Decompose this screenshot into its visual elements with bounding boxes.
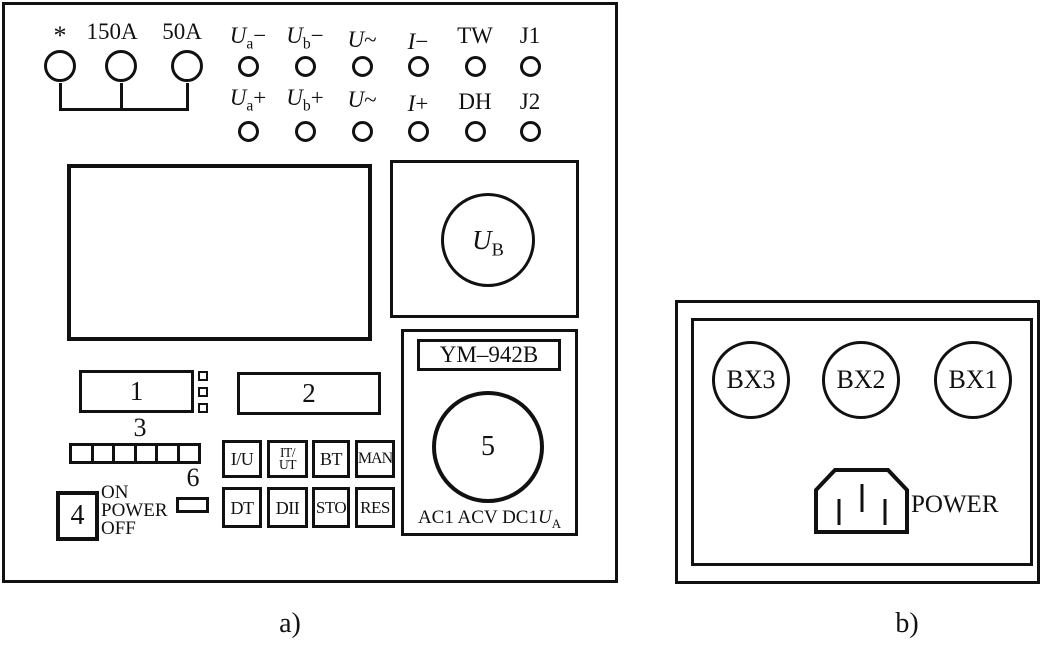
module-model-label: YM–942B (439, 342, 539, 367)
item-1-box: 1 (79, 370, 194, 413)
item-2-box: 2 (237, 372, 381, 415)
socket-bx3: BX3 (712, 341, 790, 419)
terminal-label-ub-minus: Ub− (286, 23, 324, 53)
terminal-jack-j1 (520, 56, 541, 77)
key-sto: STO (312, 487, 350, 528)
item-6-label: 6 (186, 463, 200, 492)
caption-panel-b: b) (895, 608, 919, 639)
caption-panel-a: a) (279, 608, 301, 639)
terminal-label-ua-plus: Ua+ (229, 85, 267, 115)
terminal-jack-star (44, 50, 76, 82)
led-square (198, 371, 208, 381)
socket-bx2: BX2 (822, 341, 900, 419)
terminal-label-50a: 50A (162, 19, 202, 44)
indicator-cell-row (69, 443, 201, 464)
power-switch-off-label: OFF (101, 518, 136, 539)
terminal-label-tw: TW (457, 23, 493, 48)
bracket-left-tick (59, 83, 62, 109)
terminal-label-ub-plus: Ub+ (286, 85, 324, 115)
terminal-jack-ua-minus (238, 56, 259, 77)
power-switch-on-label: ON (101, 482, 129, 503)
bracket-right-tick (186, 83, 189, 109)
terminal-label-j2: J2 (519, 89, 541, 114)
display-window (67, 164, 372, 341)
terminal-jack-i-minus (408, 56, 429, 77)
module-model-plate: YM–942B (417, 339, 561, 371)
terminal-label-dh: DH (458, 89, 492, 114)
terminal-label-i-minus: I− (407, 29, 429, 54)
item-3-label: 3 (133, 413, 147, 442)
key-res: RES (355, 487, 395, 528)
power-switch-markings: ON POWER OFF (101, 482, 168, 539)
power-inlet-label: POWER (911, 491, 999, 518)
voltmeter-knob: UB (441, 193, 535, 287)
terminal-jack-ua-plus (238, 121, 259, 142)
terminal-label-i-plus: I+ (407, 91, 429, 116)
bracket-mid-tick (120, 83, 123, 109)
key-iu: I/U (222, 440, 262, 478)
terminal-jack-dh (465, 121, 486, 142)
bracket-bar (59, 108, 189, 111)
voltmeter-knob-label: UB (472, 224, 504, 259)
terminal-jack-uac-top (352, 56, 373, 77)
item-6-rect (176, 497, 209, 513)
power-switch-box: 4 (56, 491, 99, 541)
key-bt: BT (312, 440, 350, 478)
terminal-jack-ub-minus (295, 56, 316, 77)
module-mode-scale: AC1 ACV DC1UA (417, 507, 562, 531)
terminal-label-j1: J1 (519, 23, 541, 48)
terminal-jack-50a (171, 50, 203, 82)
key-man: MAN (355, 440, 395, 478)
key-dt: DT (222, 487, 262, 528)
power-inlet-icon (814, 468, 909, 534)
terminal-jack-150a (105, 50, 137, 82)
terminal-jack-ub-plus (295, 121, 316, 142)
terminal-jack-i-plus (408, 121, 429, 142)
key-dii: DII (267, 487, 308, 528)
terminal-label-star: * (53, 21, 67, 50)
led-square (198, 403, 208, 413)
module-dial-label: 5 (481, 431, 495, 462)
indicator-cell (176, 443, 201, 464)
terminal-label-ua-minus: Ua− (229, 23, 267, 53)
terminal-label-uac-top: U~ (347, 27, 377, 52)
power-switch-power-label: POWER (101, 500, 168, 521)
socket-bx1: BX1 (934, 341, 1012, 419)
led-square (198, 387, 208, 397)
terminal-label-uac-bottom: U~ (347, 87, 377, 112)
terminal-jack-uac-bottom (352, 121, 373, 142)
module-dial: 5 (432, 391, 544, 503)
terminal-jack-tw (465, 56, 486, 77)
terminal-label-150a: 150A (86, 19, 138, 44)
terminal-jack-j2 (520, 121, 541, 142)
key-it-ut: IT/ UT (267, 440, 308, 478)
